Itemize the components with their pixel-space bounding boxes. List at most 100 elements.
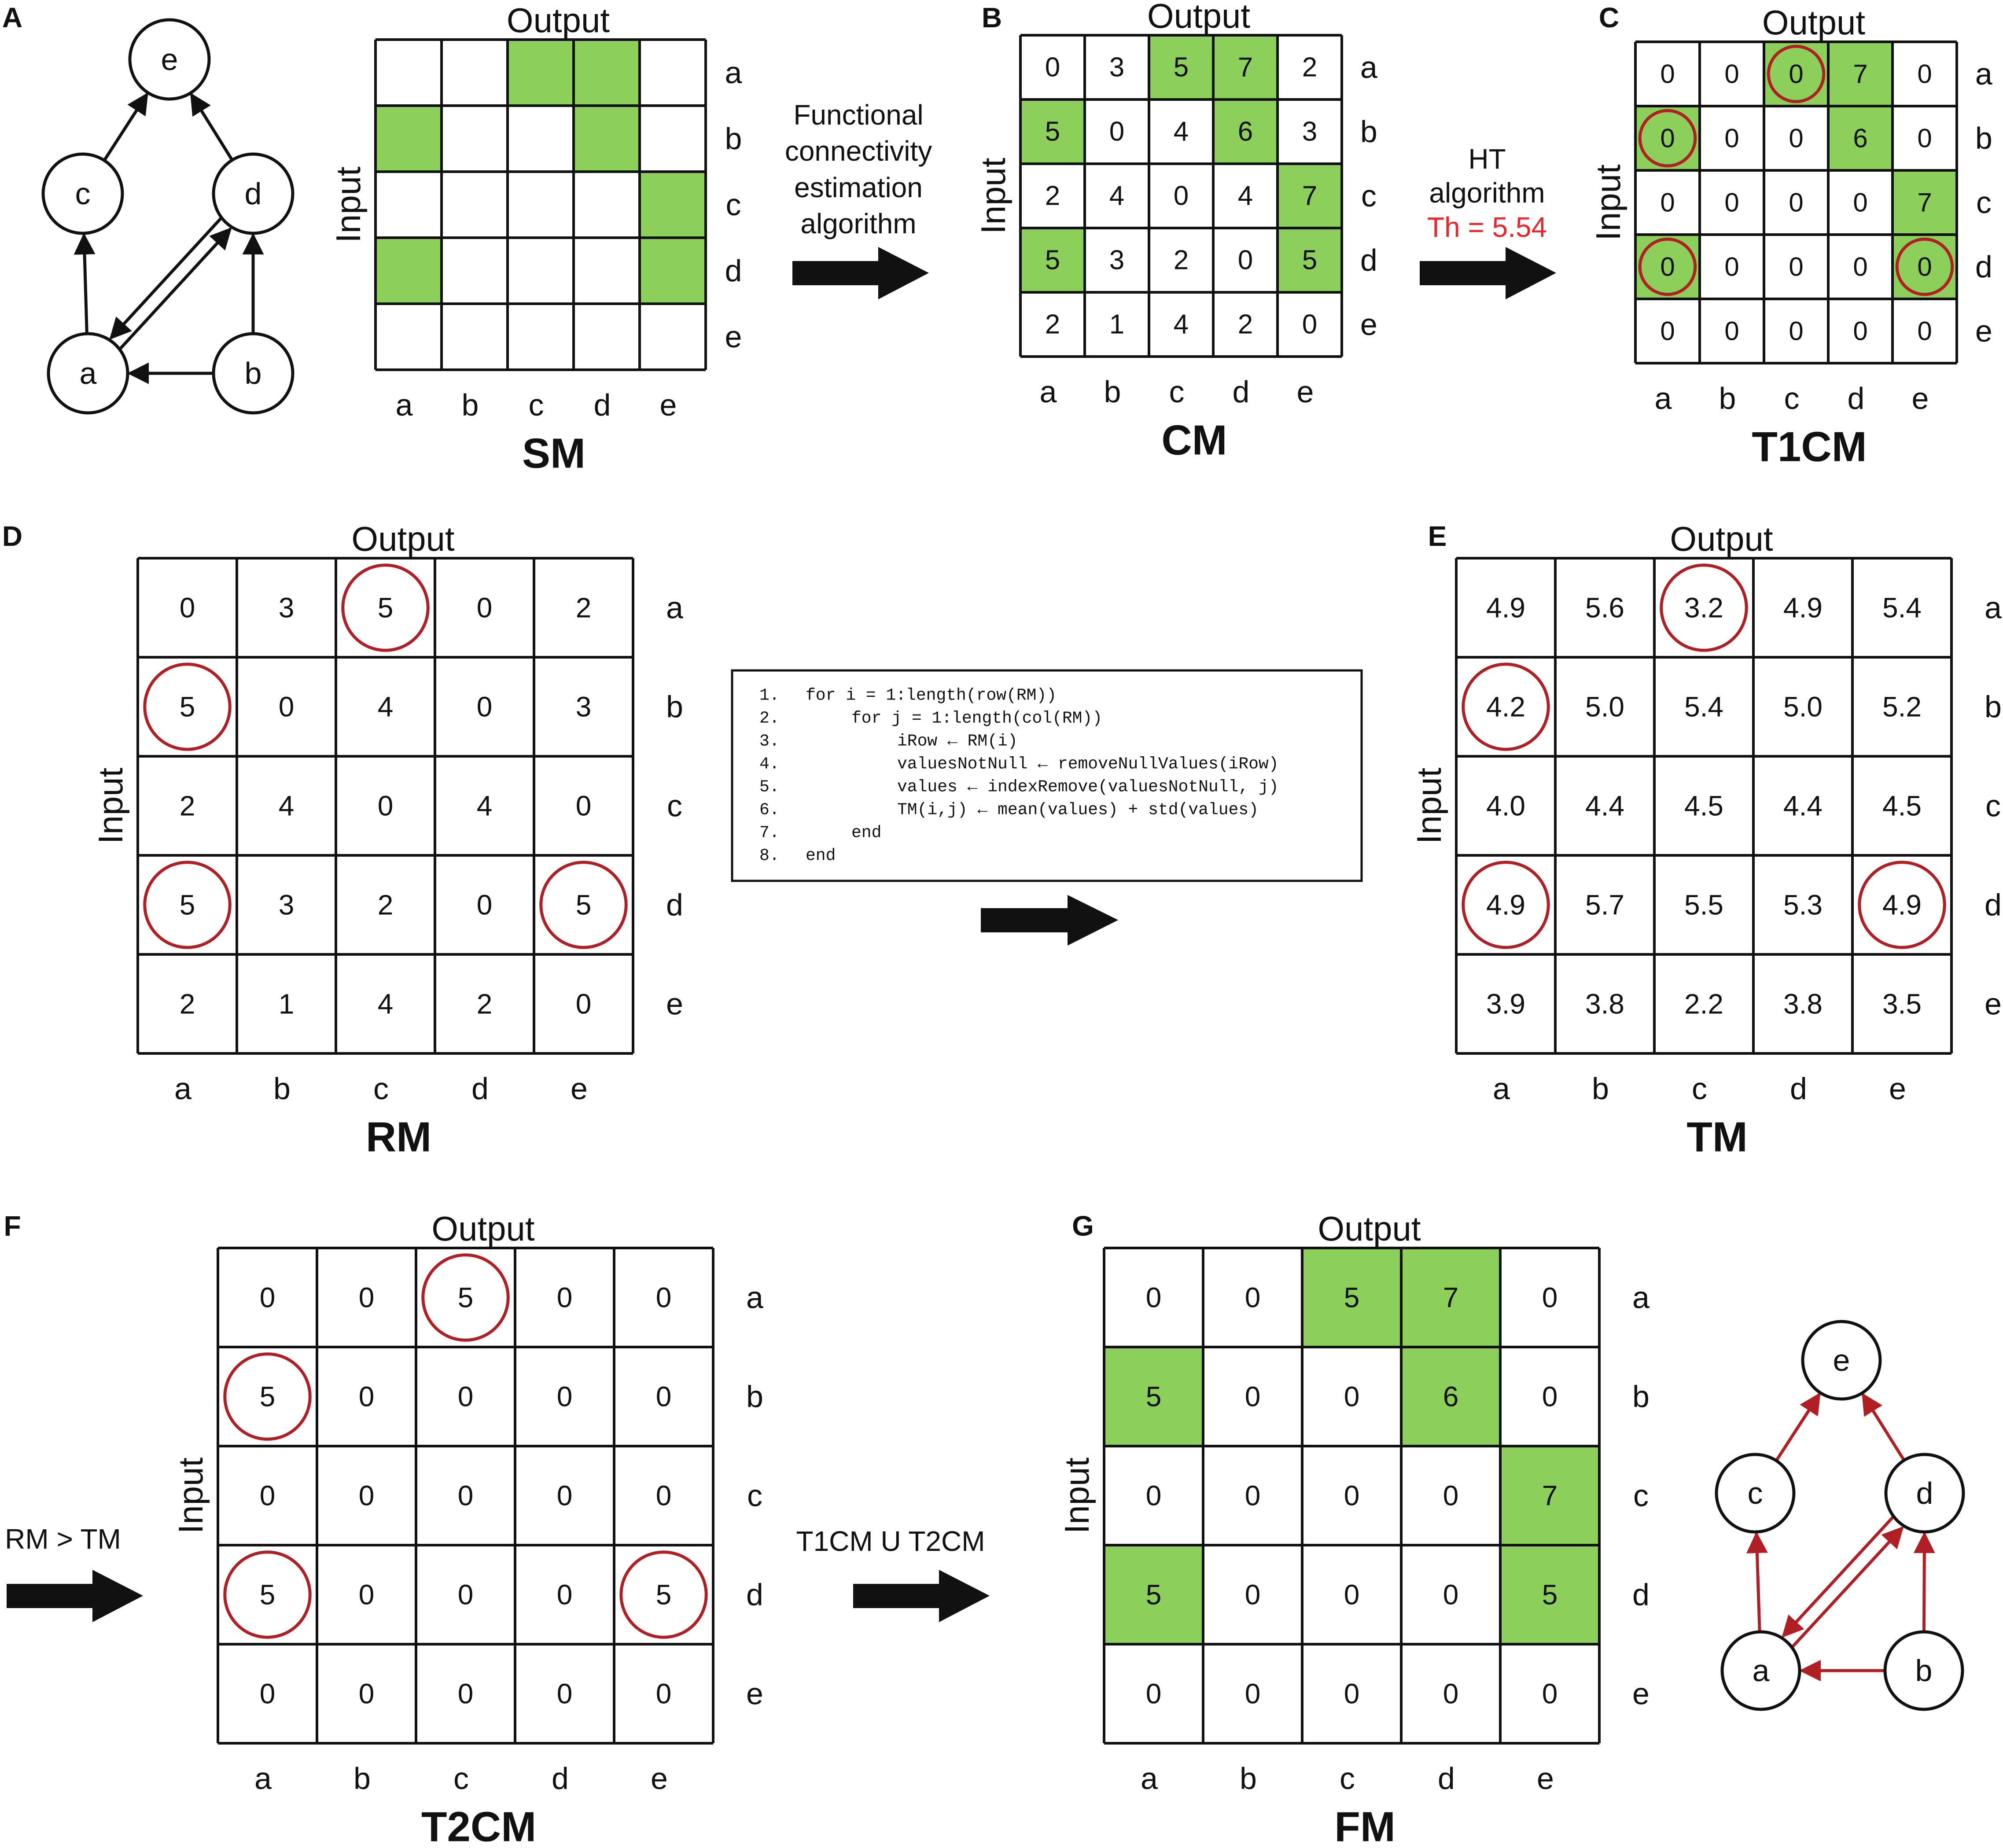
matrix-cell-value: 0 <box>656 1480 672 1512</box>
highlight-circle <box>143 663 232 751</box>
green-cell <box>1104 1347 1203 1446</box>
code-line-text: end <box>806 847 836 865</box>
rm-gt-tm-label: RM > TM <box>5 1523 121 1555</box>
graph-node-label: e <box>1833 1343 1850 1377</box>
matrix-name-rm: RM <box>366 1114 431 1161</box>
input-label: Input <box>1057 1457 1096 1534</box>
matrix-cell-value: 7 <box>1238 52 1253 83</box>
row-label: c <box>747 1479 762 1513</box>
output-label: Output <box>351 519 454 558</box>
graph-node <box>1884 1453 1965 1534</box>
col-label: b <box>1719 381 1736 416</box>
matrix-cell-value: 0 <box>1146 1678 1162 1710</box>
green-cell <box>376 106 442 172</box>
code-line-number: 7. <box>759 824 780 843</box>
matrix-cell-value: 0 <box>1344 1678 1360 1710</box>
code-line-number: 8. <box>759 847 780 865</box>
row-label: a <box>666 591 683 625</box>
matrix-name-fm: FM <box>1334 1804 1395 1848</box>
row-label: c <box>1633 1479 1649 1513</box>
matrix-cell-value: 5 <box>260 1579 276 1611</box>
matrix-cell-value: 4.2 <box>1486 691 1525 723</box>
matrix-cell-value: 0 <box>1109 117 1124 147</box>
col-label: d <box>1233 375 1250 409</box>
matrix-cell-value: 0 <box>1853 252 1867 282</box>
matrix-cell-value: 1 <box>1109 309 1124 340</box>
row-label: e <box>666 987 683 1021</box>
green-cell <box>574 106 640 172</box>
union-label: T1CM U T2CM <box>796 1525 985 1557</box>
output-label: Output <box>1670 519 1773 558</box>
arrow-rm-gt-tm: RM > TM <box>5 1523 143 1622</box>
green-cell <box>1149 35 1213 99</box>
green-cell <box>1020 99 1085 164</box>
graph-node-label: a <box>1753 1653 1770 1688</box>
green-cell <box>1020 228 1085 292</box>
union-arrow-shape <box>853 1570 990 1622</box>
matrix-cell-value: 0 <box>477 592 493 624</box>
code-line-text: for i = 1:length(row(RM)) <box>806 686 1057 705</box>
graph-node <box>47 332 129 415</box>
col-label: a <box>1141 1761 1158 1796</box>
matrix-cell-value: 0 <box>1302 309 1317 340</box>
panel-letter-b: B <box>982 2 1002 33</box>
matrix-cell-value: 4 <box>1174 117 1189 147</box>
matrix-cell-value: 0 <box>1917 252 1932 282</box>
matrix-cell-value: 0 <box>1245 1579 1261 1611</box>
row-label: b <box>666 690 683 724</box>
highlight-circle <box>1638 237 1697 296</box>
highlight-circle <box>223 1352 312 1441</box>
graph-node-label: c <box>1748 1476 1763 1510</box>
matrix-cell-value: 0 <box>1174 181 1189 211</box>
graph-edge <box>103 92 148 162</box>
matrix-cell-value: 0 <box>1245 1381 1261 1413</box>
graph-node-label: d <box>1916 1476 1933 1510</box>
highlight-circle <box>1858 861 1946 949</box>
matrix-cell-value: 0 <box>1245 1678 1261 1710</box>
matrix-cell-value: 4.4 <box>1585 790 1624 822</box>
matrix-cell-value: 2 <box>477 988 493 1020</box>
input-label: Input <box>171 1457 210 1534</box>
graph-node <box>212 332 295 415</box>
matrix-cell-value: 0 <box>1660 252 1675 282</box>
green-cell <box>1828 42 1893 106</box>
matrix-cell-value: 5.4 <box>1684 691 1723 723</box>
output-label: Output <box>1762 3 1865 42</box>
matrix-cell-value: 2 <box>378 889 394 921</box>
highlight-circle <box>1462 861 1550 949</box>
output-label: Output <box>1147 0 1250 35</box>
matrix-cell-value: 0 <box>656 1381 672 1413</box>
green-cell <box>1893 235 1957 299</box>
graph-edge <box>1861 1392 1906 1461</box>
col-label: a <box>1493 1071 1510 1106</box>
matrix-cell-value: 0 <box>1542 1678 1558 1710</box>
row-label: d <box>1975 250 1992 284</box>
col-label: a <box>1655 381 1672 416</box>
col-label: b <box>462 388 479 422</box>
matrix-cell-value: 0 <box>477 889 493 921</box>
fc-label-1: Functional <box>793 99 923 131</box>
row-label: c <box>726 188 741 222</box>
green-cell <box>376 238 442 304</box>
matrix-cell-value: 0 <box>557 1381 573 1413</box>
matrix-cell-value: 7 <box>1542 1480 1558 1512</box>
graph-node <box>128 18 211 101</box>
green-cell <box>1278 228 1342 292</box>
matrix-cell-value: 3.9 <box>1486 988 1525 1020</box>
matrix-cell-value: 5 <box>260 1381 276 1413</box>
arrow-fc-estimation: Functional connectivity estimation algor… <box>785 99 932 299</box>
matrix-cell-value: 4 <box>477 790 493 822</box>
code-line-number: 3. <box>759 732 780 751</box>
green-cell <box>1764 42 1828 106</box>
row-label: a <box>1975 57 1992 91</box>
ht-label-2: algorithm <box>1429 177 1545 209</box>
col-label: a <box>1040 375 1057 409</box>
row-label: d <box>666 888 683 922</box>
code-line-text: valuesNotNull ← removeNullValues(iRow) <box>897 755 1279 774</box>
col-label: d <box>1438 1761 1455 1796</box>
matrix-cell-value: 0 <box>1344 1381 1360 1413</box>
